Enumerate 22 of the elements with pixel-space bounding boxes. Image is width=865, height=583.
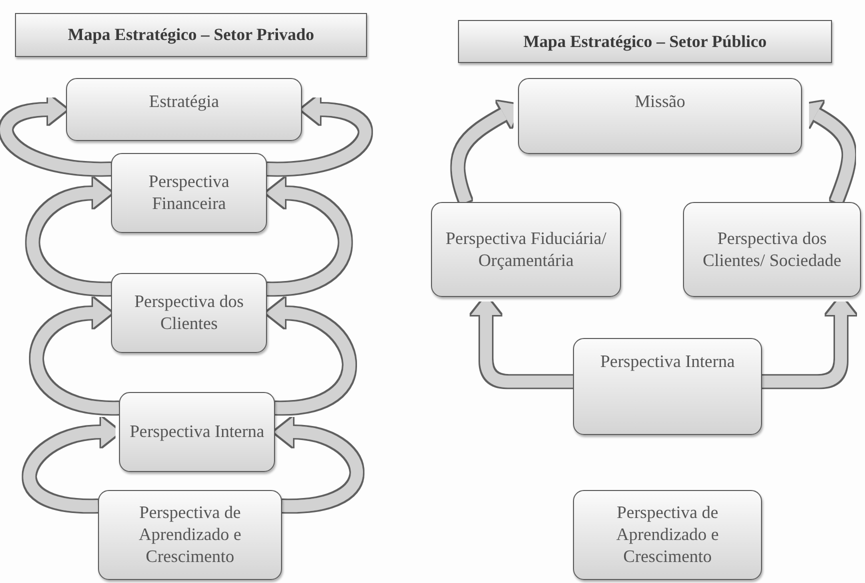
block-arrow: [274, 417, 363, 512]
block-arrow: [24, 417, 120, 512]
block-arrow: [652, 434, 682, 490]
block-arrow: [266, 298, 356, 414]
perspective-box: Perspectiva de Aprendizado e Crescimento: [573, 490, 762, 580]
block-arrow: [26, 178, 112, 295]
perspective-box: Perspectiva dos Clientes/ Sociedade: [683, 202, 861, 297]
block-arrow: [762, 296, 856, 388]
perspective-box: Perspectiva Fiduciária/ Orçamentária: [431, 202, 621, 297]
perspective-box: Perspectiva Interna: [573, 338, 762, 435]
perspective-box: Perspectiva Interna: [119, 392, 275, 472]
perspective-box: Perspectiva dos Clientes: [111, 273, 267, 353]
perspective-box: Missão: [518, 78, 802, 154]
block-arrow: [0, 94, 112, 175]
perspective-box: Perspectiva Financeira: [111, 153, 267, 233]
block-arrow: [471, 296, 573, 388]
block-arrow: [266, 178, 352, 295]
perspective-box: Estratégia: [66, 78, 302, 141]
header-box: Mapa Estratégico – Setor Público: [458, 20, 832, 63]
block-arrow: [800, 101, 856, 204]
header-box: Mapa Estratégico – Setor Privado: [15, 13, 367, 57]
perspective-box: Perspectiva de Aprendizado e Crescimento: [98, 490, 282, 580]
